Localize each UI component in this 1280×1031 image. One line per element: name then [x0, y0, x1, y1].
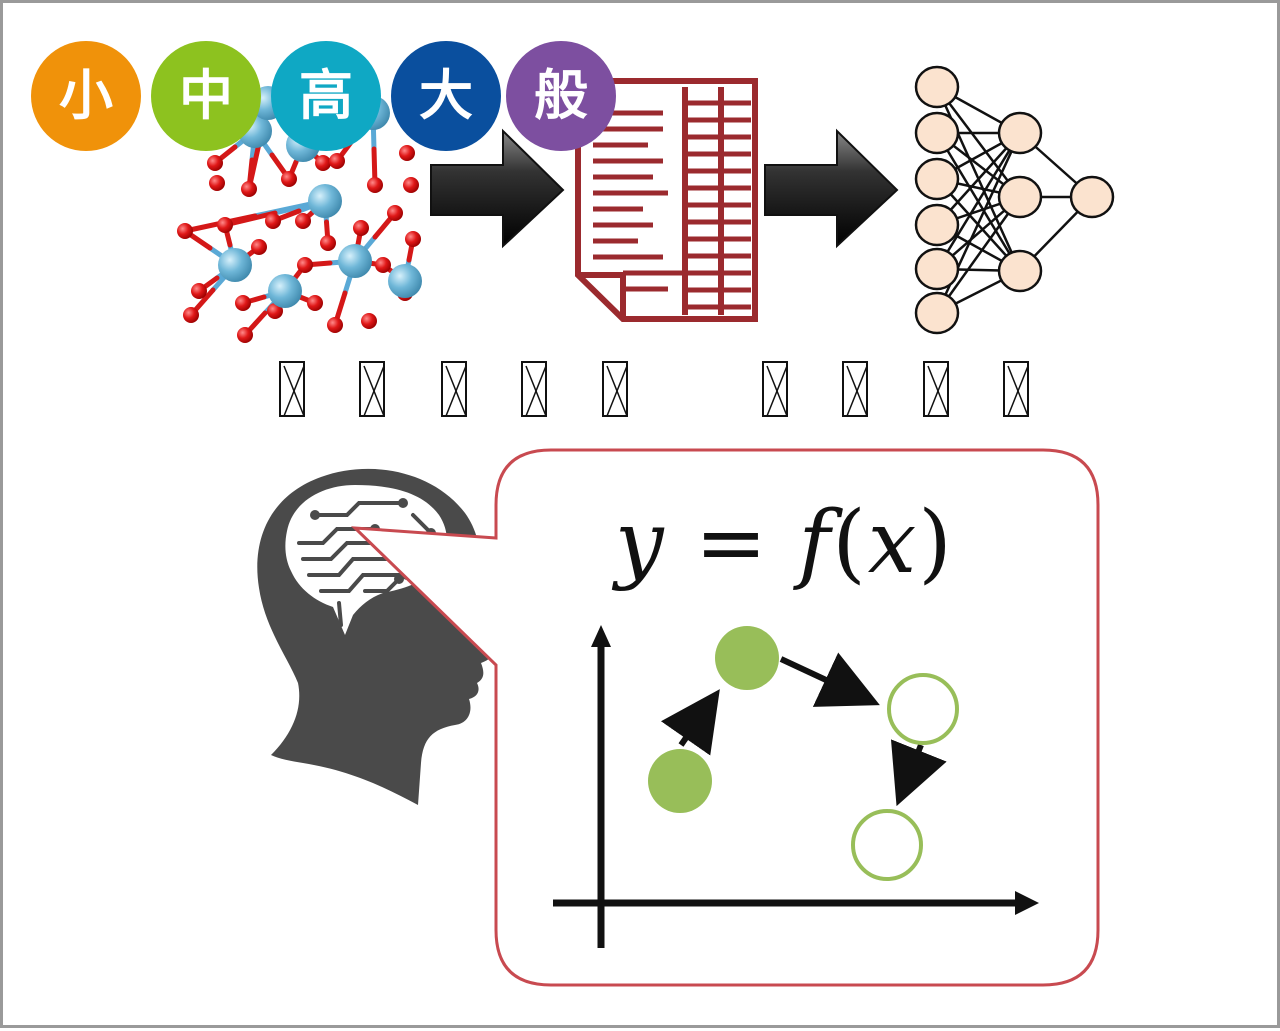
data-table-document-icon [575, 78, 758, 322]
missing-glyph-box [279, 361, 305, 417]
diagram-canvas [177, 65, 1115, 987]
formula-lhs: y [615, 493, 666, 593]
missing-glyph-cross [606, 365, 628, 417]
missing-glyph-cross [766, 365, 788, 417]
formula-eq: = [694, 493, 769, 593]
level-badge-label: 般 [534, 64, 588, 127]
level-badge-label: 中 [179, 64, 233, 127]
ai-head-icon [257, 468, 494, 805]
level-badge: 小 [31, 41, 141, 151]
chart-axes [553, 625, 1039, 948]
arrow-right-icon [764, 128, 899, 249]
missing-glyph-cross [525, 365, 547, 417]
missing-glyph-cross [445, 365, 467, 417]
formula-func: f [798, 493, 833, 593]
level-badge: 大 [391, 41, 501, 151]
formula: y = f(x) [615, 493, 1035, 593]
hollow-point [887, 673, 959, 745]
arrow-right-icon [430, 128, 565, 249]
missing-glyph-box [1003, 361, 1029, 417]
path-arrow [779, 652, 880, 707]
level-badge-label: 高 [299, 64, 353, 127]
filled-point [648, 749, 712, 813]
missing-glyph-cross [927, 365, 949, 417]
level-badge-label: 大 [419, 64, 473, 127]
missing-glyph-box [762, 361, 788, 417]
hollow-point [851, 809, 923, 881]
missing-glyph-cross [846, 365, 868, 417]
missing-glyph-box [359, 361, 385, 417]
missing-glyph-box [923, 361, 949, 417]
formula-arg: x [867, 493, 919, 593]
formula-rparen: ) [918, 493, 954, 593]
missing-glyph-box [602, 361, 628, 417]
level-badge: 高 [271, 41, 381, 151]
missing-glyph-box [842, 361, 868, 417]
missing-glyph-cross [363, 365, 385, 417]
missing-glyph-box [441, 361, 467, 417]
missing-glyph-cross [283, 365, 305, 417]
missing-glyph-box [521, 361, 547, 417]
level-badge: 般 [506, 41, 616, 151]
filled-point [715, 626, 779, 690]
missing-glyph-cross [1007, 365, 1029, 417]
path-arrow [660, 689, 720, 756]
path-arrow [890, 739, 947, 807]
level-badge-label: 小 [59, 64, 113, 127]
formula-lparen: ( [832, 493, 868, 593]
neural-network-icon [914, 65, 1115, 335]
level-badge: 中 [151, 41, 261, 151]
